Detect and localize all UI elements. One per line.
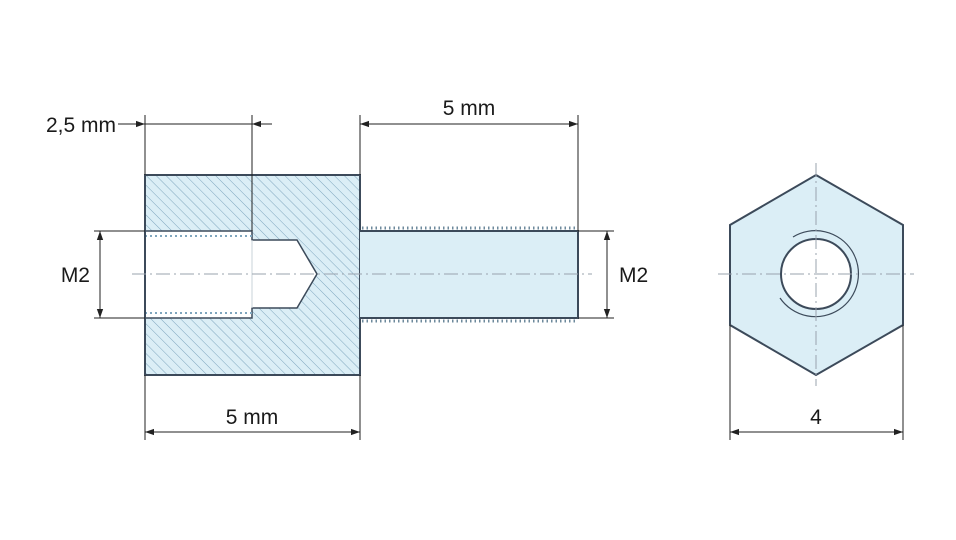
dim-body-length-label: 5 mm bbox=[226, 406, 279, 429]
end-view bbox=[718, 163, 914, 386]
dim-shaft-length-label: 5 mm bbox=[443, 97, 496, 120]
side-view bbox=[132, 174, 592, 376]
dim-thread-depth-label: 2,5 mm bbox=[46, 114, 116, 137]
dimensions-side: 2,5 mm 5 mm 5 mm M2 M2 bbox=[46, 97, 648, 440]
dim-outer-thread-label: M2 bbox=[619, 264, 648, 287]
dim-hex-width-label: 4 bbox=[810, 406, 822, 429]
dimensions-end: 4 bbox=[729, 325, 904, 440]
dim-inner-thread-label: M2 bbox=[61, 264, 90, 287]
bore-outline bbox=[145, 230, 318, 319]
hex-thread-arc bbox=[779, 230, 860, 318]
body-section bbox=[145, 175, 360, 375]
